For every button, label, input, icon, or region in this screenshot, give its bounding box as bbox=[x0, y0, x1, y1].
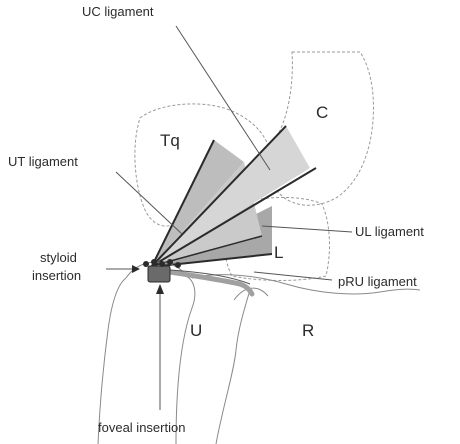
foveal-arrowhead bbox=[156, 284, 164, 294]
bone-label-l: L bbox=[274, 243, 283, 262]
ut-ligament-label: UT ligament bbox=[8, 154, 78, 169]
ulna-outline bbox=[98, 262, 195, 444]
foveal-insertion-block bbox=[148, 266, 170, 282]
styloid-label-line2: insertion bbox=[32, 268, 81, 283]
bone-label-tq: Tq bbox=[160, 131, 180, 150]
radius-outline bbox=[192, 275, 420, 444]
bone-label-r: R bbox=[302, 321, 314, 340]
pru-ligament-label: pRU ligament bbox=[338, 274, 417, 289]
styloid-label-line1: styloid bbox=[40, 250, 77, 265]
ul-ligament-label: UL ligament bbox=[355, 224, 424, 239]
ut-leader bbox=[116, 172, 182, 234]
bone-label-u: U bbox=[190, 321, 202, 340]
foveal-insertion-label: foveal insertion bbox=[98, 420, 185, 435]
ul-leader bbox=[262, 226, 352, 232]
bone-label-c: C bbox=[316, 103, 328, 122]
uc-ligament-label: UC ligament bbox=[82, 4, 154, 19]
